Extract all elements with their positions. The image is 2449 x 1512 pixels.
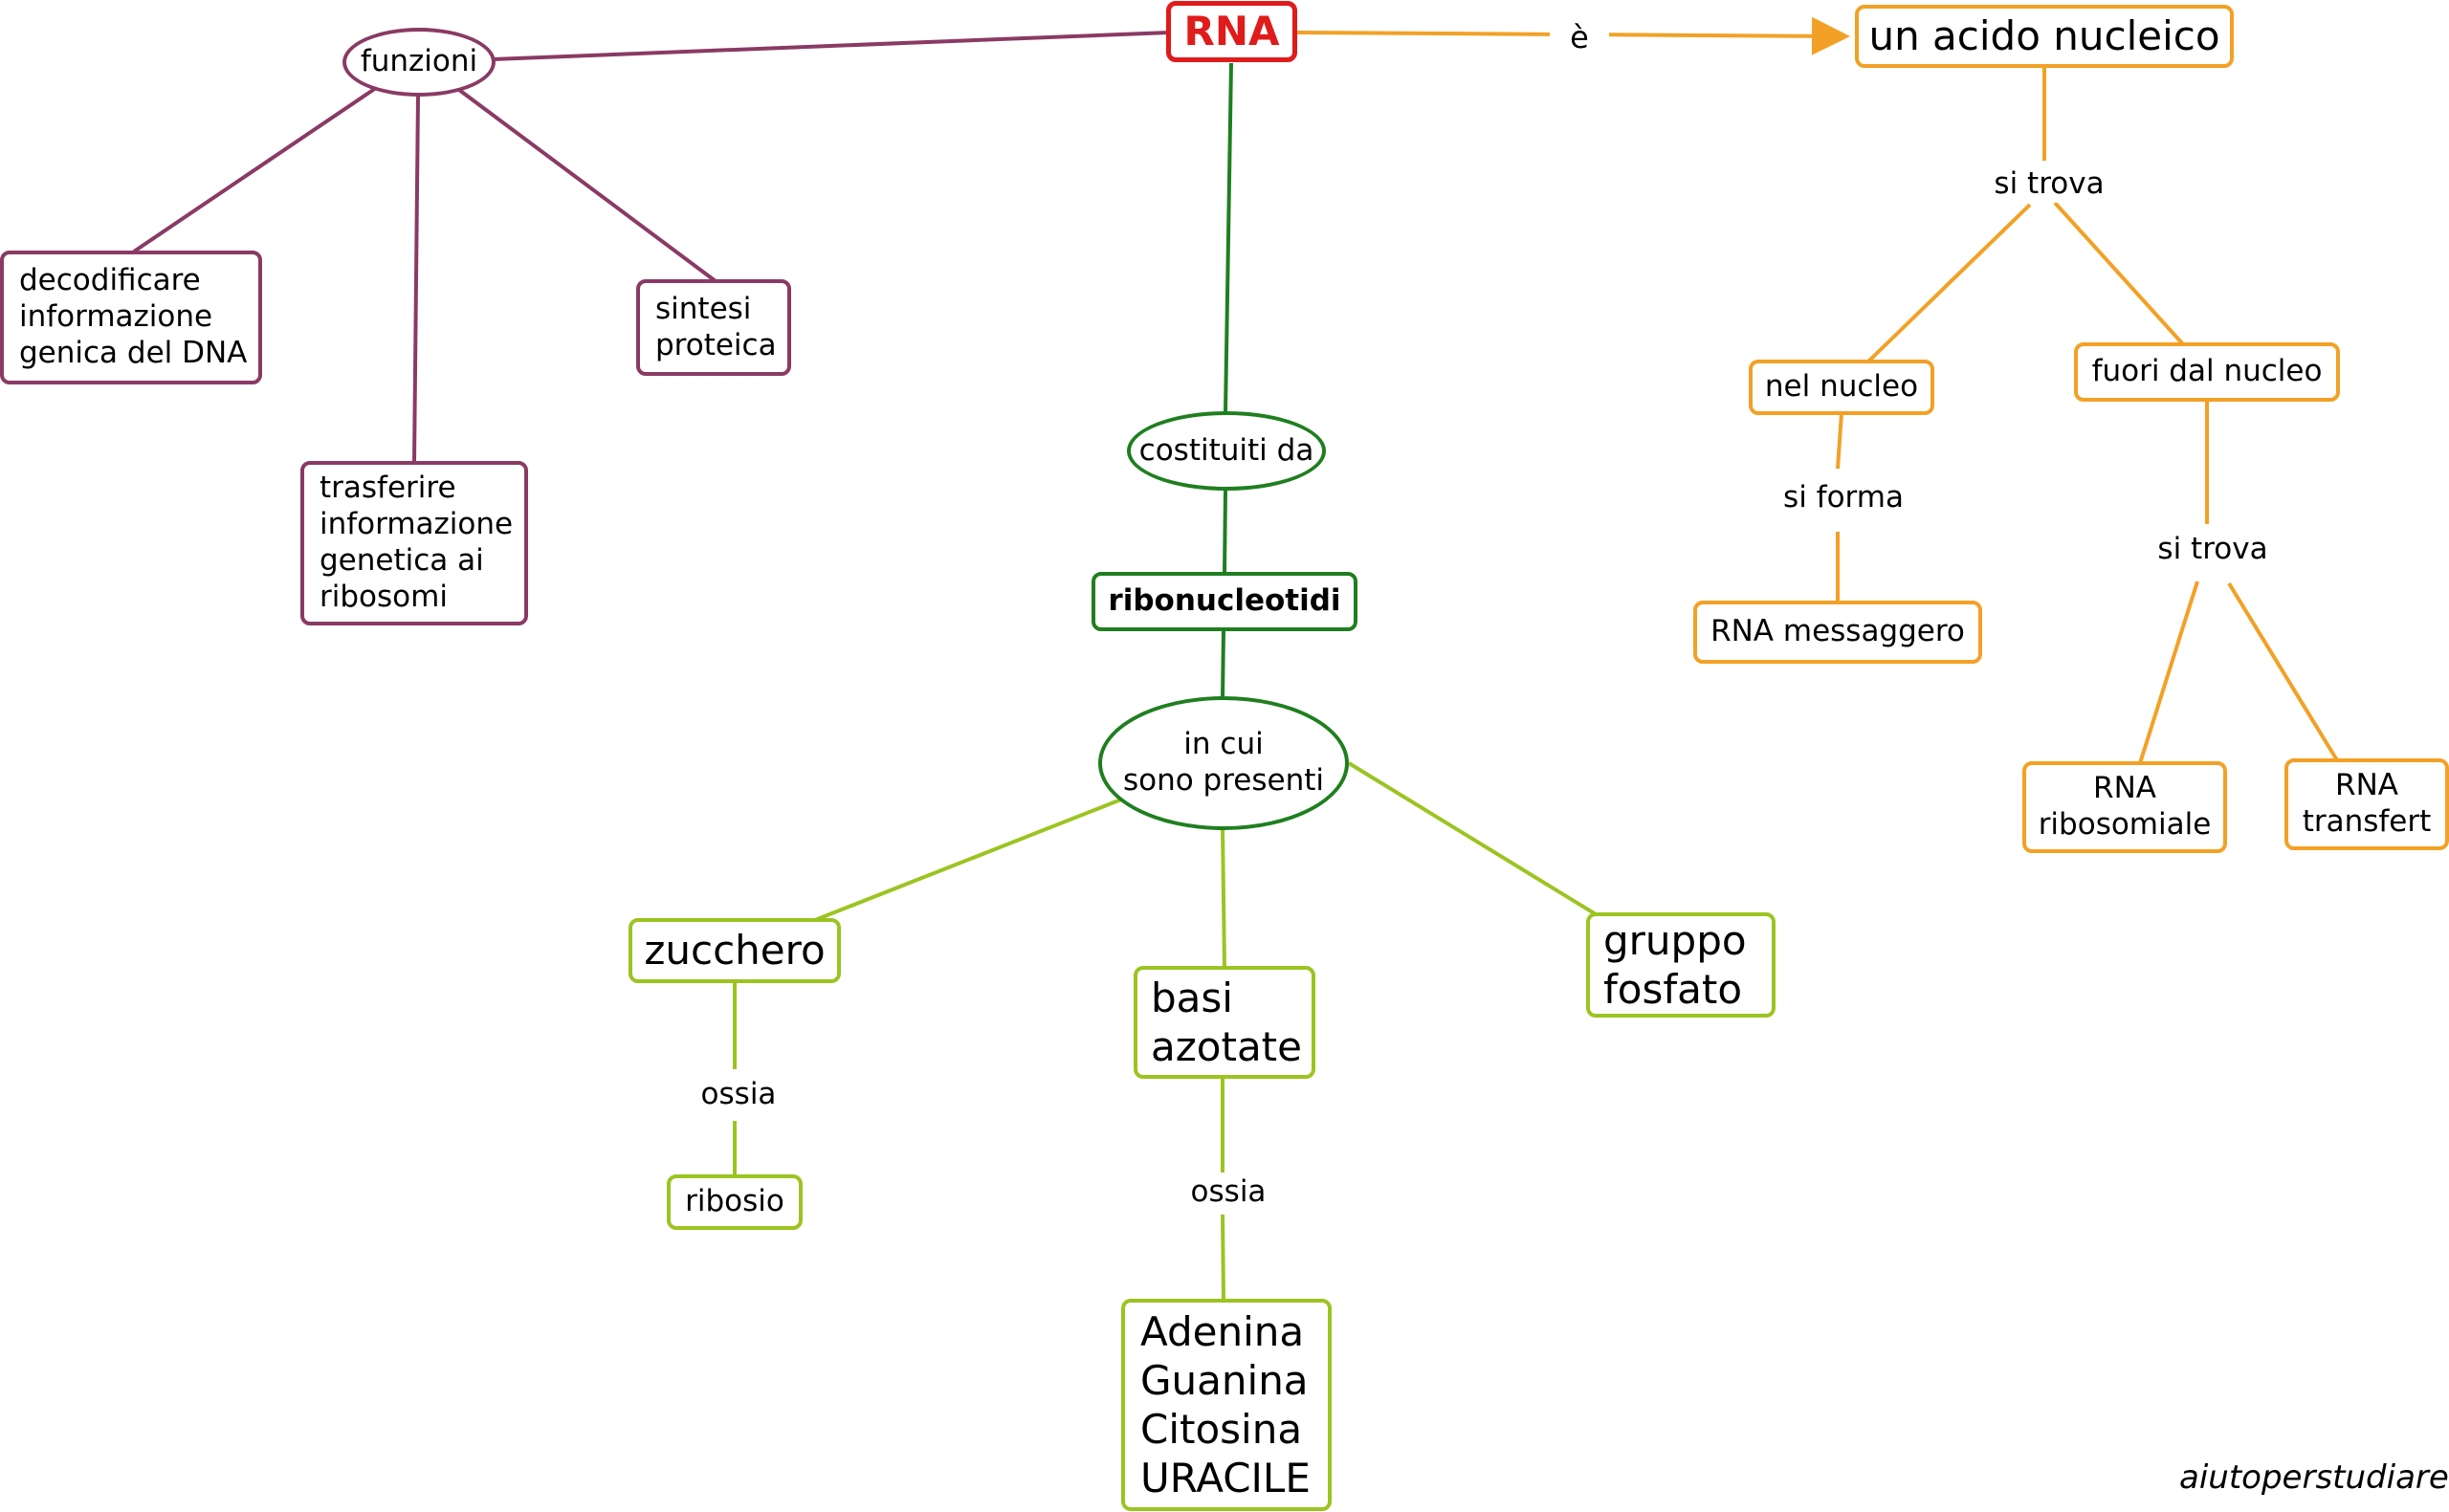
link-nel-siforma [1836, 412, 1843, 470]
ribonucleotidi-node: ribonucleotidi [1092, 572, 1357, 631]
costituiti-da-node: costituiti da [1127, 411, 1326, 491]
e-link-label: è [1550, 17, 1609, 57]
link-presenti-basi [1221, 827, 1226, 969]
link-rna-funzioni [492, 31, 1170, 61]
link-funzioni-sintesi [457, 88, 717, 283]
rna-root-node: RNA [1166, 1, 1297, 62]
link-presenti-fosfato [1347, 761, 1598, 916]
ossia-sugar-label: ossia [687, 1075, 790, 1113]
gruppo-fosfato-node: gruppo fosfato [1586, 912, 1776, 1018]
ribosio-node: ribosio [667, 1174, 803, 1230]
sono-presenti-node: in cui sono presenti [1098, 696, 1349, 830]
basi-list-node: Adenina Guanina Citosina URACILE [1121, 1299, 1332, 1511]
trasferire-node: trasferire informazione genetica ai ribo… [300, 461, 528, 625]
acido-nucleico-node: un acido nucleico [1855, 5, 2234, 68]
si-trova-label: si trova [1978, 164, 2120, 203]
link-costituiti-ribonucleotidi [1223, 489, 1227, 575]
link-sitrova-transfert [2227, 581, 2339, 762]
funzioni-node: funzioni [342, 28, 496, 97]
rna-messaggero-node: RNA messaggero [1693, 601, 1982, 664]
fuori-dal-nucleo-node: fuori dal nucleo [2074, 342, 2340, 402]
basi-azotate-node: basi azotate [1134, 966, 1315, 1079]
zucchero-node: zucchero [629, 918, 841, 983]
link-sitrova-ribosomiale [2138, 581, 2199, 764]
sintesi-proteica-node: sintesi proteica [636, 279, 791, 376]
rna-ribosomiale-node: RNA ribosomiale [2022, 761, 2227, 853]
link-funzioni-trasferire [412, 95, 420, 464]
link-ribonucleotidi-presenti [1221, 628, 1225, 699]
link-sitrova-nel [1866, 203, 2032, 363]
si-trova-outside-label: si trova [2141, 530, 2284, 568]
decodificare-node: decodificare informazione genica del DNA [0, 251, 262, 384]
link-presenti-zucchero [814, 798, 1122, 922]
nel-nucleo-node: nel nucleo [1749, 360, 1934, 415]
link-sitrova-fuori [2053, 201, 2185, 346]
link-ossia-adenina [1221, 1214, 1225, 1302]
link-rna-costituiti [1224, 62, 1233, 413]
rna-transfert-node: RNA transfert [2284, 758, 2449, 850]
si-forma-label: si forma [1770, 478, 1917, 516]
ossia-bases-label: ossia [1175, 1172, 1282, 1211]
link-funzioni-decodificare [132, 86, 378, 253]
watermark: aiutoperstudiare [2179, 1458, 2449, 1497]
